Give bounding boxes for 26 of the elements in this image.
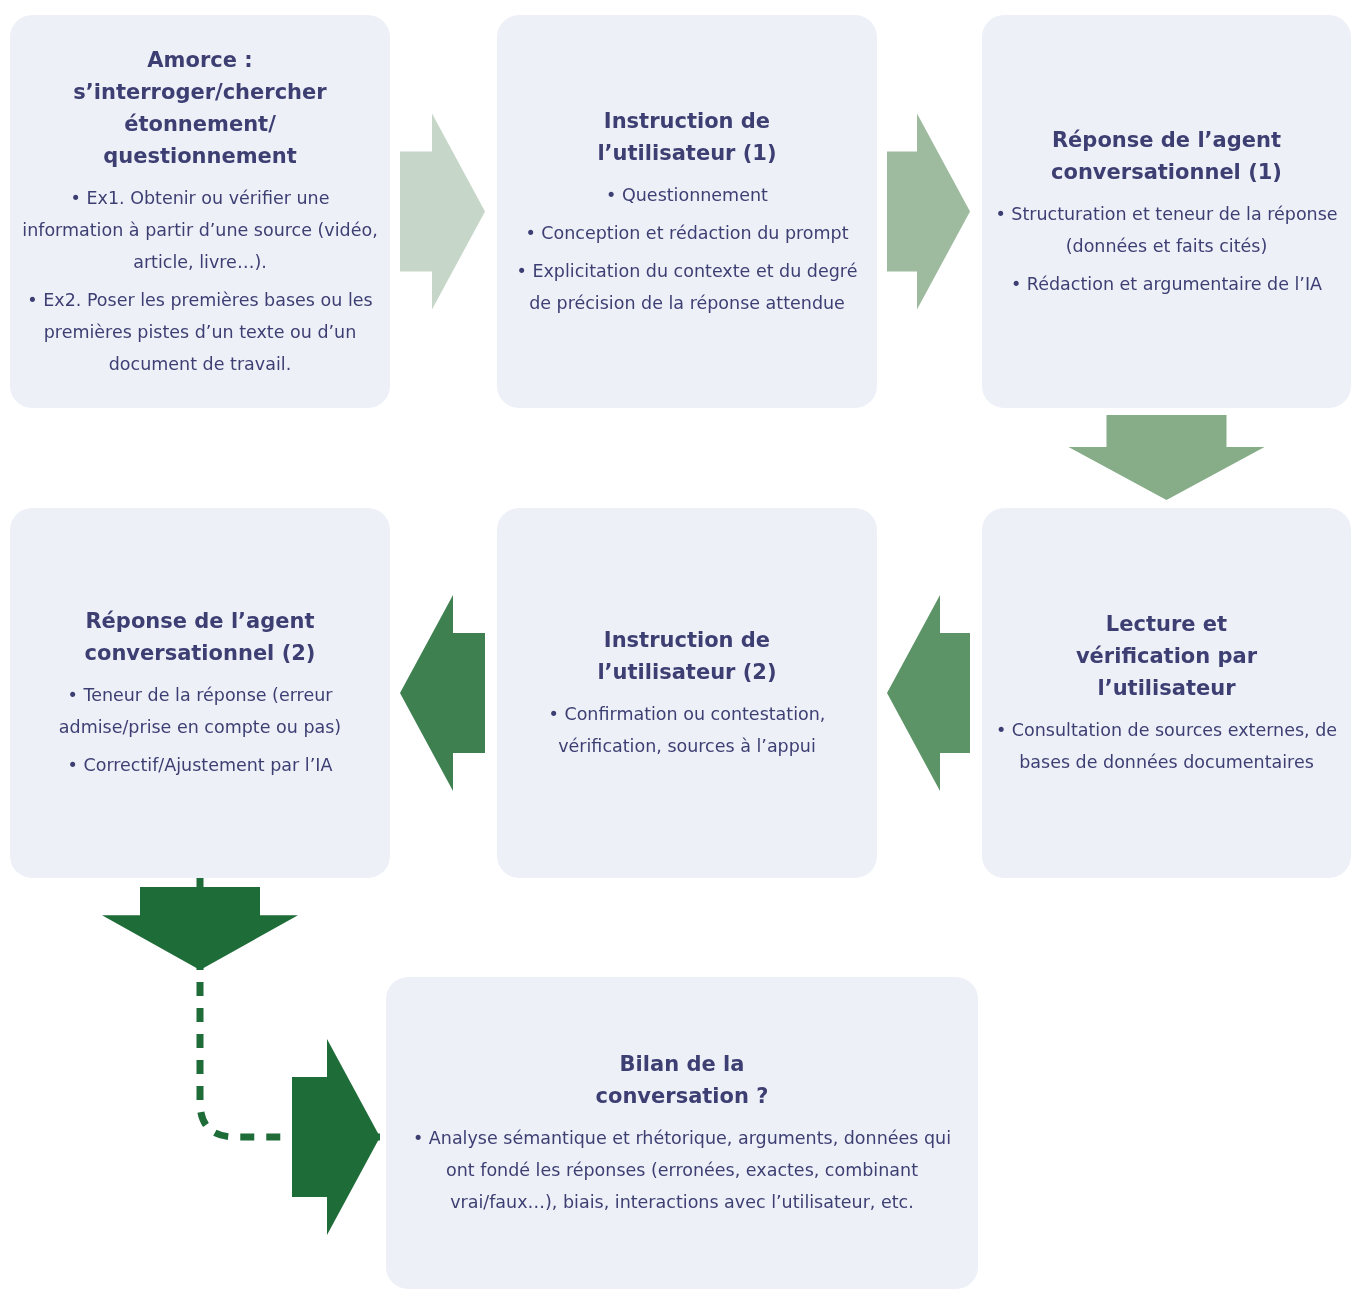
bullet-text: • Consultation de sources externes, de bases de données documentaires [994,719,1339,774]
box-heading: Amorce : s’interroger/chercher étonnement/ questionnement [72,46,328,170]
box-heading: Réponse de l’agent conversationnel (1) [1050,126,1283,186]
bullet-text: • Ex1. Obtenir ou vérifier une information à partir d’une source (vidéo, article, livre…). [22,186,378,274]
bullet-text: • Confirmation ou contestation, vérification, sources à l’appui [547,703,827,758]
bullet-text: • Structuration et teneur de la réponse (données et faits cités) [994,202,1339,258]
arrow [887,113,970,310]
box-heading: Réponse de l’agent conversationnel (2) [83,608,317,667]
bullet-text: • Rédaction et argumentaire de l’IA [1010,272,1323,296]
arrow [887,595,970,791]
box-heading: Instruction de l’utilisateur (1) [596,107,778,167]
bullet-text: • Correctif/Ajustement par l’IA [67,754,333,777]
bullet-text: • Ex2. Poser les premières bases ou les premières pistes d’un texte ou d’un document de travail. [26,288,374,376]
bullet-text: • Analyse sémantique et rhétorique, arguments, données qui ont fondé les réponses (erronées, exactes, combinant vrai/faux…), biais, interactions avec l’utilisateur, etc. [411,1127,953,1214]
process-box [10,508,390,878]
bullet-text: • Teneur de la réponse (erreur admise/prise en compte ou pas) [57,684,343,739]
bullet-text: • Conception et rédaction du prompt [525,221,849,245]
bullet-text: • Explicitation du contexte et du degré de précision de la réponse attendue [515,259,859,315]
bullet-text: • Questionnement [606,183,768,207]
box-heading: Instruction de l’utilisateur (2) [596,627,778,686]
arrow [1068,415,1265,500]
box-heading: Lecture et vérification par l’utilisateur [1074,611,1259,702]
arrow [400,595,485,791]
arrow [400,113,485,310]
box-heading: Bilan de la conversation ? [594,1051,770,1110]
arrow [102,878,380,1235]
